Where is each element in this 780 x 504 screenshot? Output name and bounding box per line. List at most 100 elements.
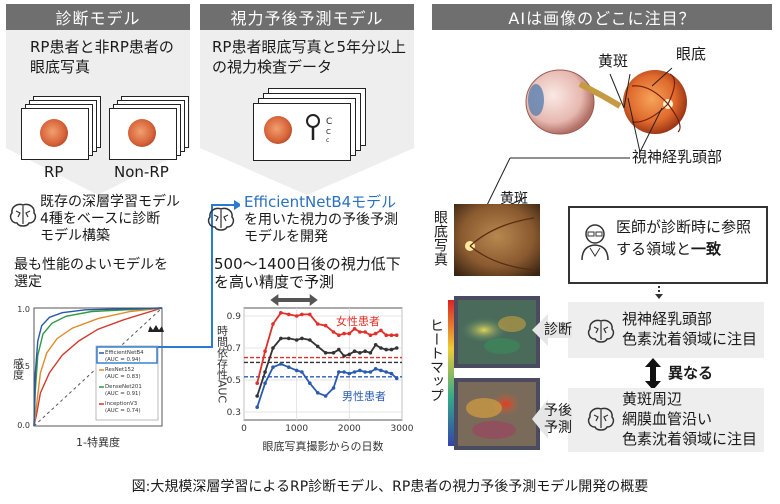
roc-legend-auc: (AUC = 0.91) (105, 391, 141, 397)
auc-data-point (368, 370, 373, 374)
col1-step1-line1: 既存の深層学習モデル (40, 194, 180, 210)
roc-tick-05: 0.5 (17, 362, 30, 371)
auc-data-point (279, 362, 283, 366)
auc-data-point (347, 352, 352, 357)
auc-data-point (255, 405, 259, 409)
doctor-line2: する領域と一致 (616, 240, 721, 258)
auc-data-point (263, 349, 267, 353)
auc-data-point (363, 330, 367, 334)
col2-input-line2: の視力検査データ (212, 58, 333, 76)
auc-data-point (352, 349, 357, 353)
header-prognosis-model: 視力予後予測モデル (200, 4, 414, 30)
auc-data-point (300, 336, 304, 341)
highlight-arrow-head (309, 294, 318, 306)
diag-line2: 色素沈着領域に注目 (622, 330, 758, 348)
brain-icon (587, 407, 615, 431)
auc-data-point (263, 381, 267, 385)
prog-line2: 網膜血管沿い (622, 410, 713, 428)
auc-data-point (379, 346, 383, 350)
label-female: 女性患者 (336, 314, 380, 328)
doctor-line2-a: する領域と (616, 240, 692, 258)
svg-text:c: c (326, 137, 329, 144)
auc-data-point (279, 311, 283, 315)
auc-data-point (389, 333, 394, 337)
auc-data-point (394, 346, 399, 350)
auc-data-point (308, 381, 312, 385)
roc-legend-auc: (AUC = 0.83) (105, 374, 141, 380)
doctor-icon (581, 224, 609, 261)
prog-line3: 色素沈着領域に注目 (622, 430, 758, 448)
arrow-left-diagnosis (532, 314, 572, 346)
auc-data-point (323, 323, 328, 328)
auc-data-point (300, 370, 304, 374)
prog-line1: 黄斑周辺 (622, 390, 683, 408)
auc-data-point (368, 351, 373, 355)
prognosis-fundus-icon (264, 116, 292, 144)
nonrp-fundus-icon (128, 119, 156, 147)
auc-data-point (279, 336, 283, 341)
auc-ytick: 0.7 (227, 344, 241, 354)
auc-data-point (331, 330, 336, 334)
roc-curve-efficientnet (33, 307, 163, 427)
fundus-photo (454, 204, 540, 276)
connector-arrow (158, 200, 240, 348)
rp-fundus-icon (40, 119, 68, 147)
heatmap-diagnosis (454, 296, 540, 368)
auc-data-point (271, 346, 275, 350)
heatmap-colorbar (448, 300, 454, 446)
auc-data-point (337, 347, 341, 352)
doctor-line2-bold: 一致 (691, 240, 722, 258)
col1-input-line2: 眼底写真 (30, 58, 91, 76)
auc-data-point (389, 347, 394, 352)
brain-icon (587, 319, 615, 343)
auc-data-point (300, 312, 304, 317)
auc-data-point (363, 349, 367, 353)
highlight-arrow-head (270, 294, 279, 306)
auc-data-point (358, 330, 362, 334)
roc-legend-auc: (AUC = 0.74) (105, 408, 141, 414)
roc-legend-name: InceptionV3 (105, 401, 137, 407)
col1-step1-line3: モデル構築 (40, 228, 110, 244)
doctor-reference-box (568, 206, 768, 284)
auc-data-point (352, 370, 357, 374)
label-macula-top: 黄斑 (598, 52, 629, 70)
label-fundus-top: 眼底 (676, 45, 707, 63)
auc-data-point (323, 394, 328, 398)
label-optic-disc: 視神経乳頭部 (632, 148, 723, 166)
double-arrow-icon (645, 358, 661, 390)
auc-data-point (323, 351, 328, 355)
roc-curve-densenet (33, 307, 163, 427)
label-nonrp: Non-RP (114, 163, 169, 181)
label-differ: 異なる (668, 364, 714, 382)
auc-data-point (347, 371, 352, 376)
label-diagnosis: 診断 (544, 322, 572, 338)
auc-data-point (294, 338, 299, 342)
label-macula-photo: 黄斑 (500, 191, 528, 207)
auc-data-point (271, 322, 275, 326)
auc-data-point (315, 322, 320, 326)
col2-step2-line1: 500～1400日後の視力低下 (214, 255, 401, 273)
auc-ytick: 0.9 (227, 312, 242, 322)
auc-ytick: 0.5 (227, 376, 241, 386)
header-ai-attention: AIは画像のどこに注目？ (432, 4, 772, 30)
svg-text:C: C (326, 128, 331, 136)
auc-data-point (394, 333, 399, 337)
roc-tick-0: 0.0 (17, 421, 30, 430)
roc-legend (95, 345, 159, 421)
header-diagnosis-model: 診断モデル (6, 4, 190, 30)
label-prognosis-1: 予後 (544, 403, 572, 419)
crown-icon (148, 325, 164, 332)
auc-data-point (384, 370, 388, 374)
dotted-connector (655, 282, 663, 299)
auc-data-point (331, 386, 336, 390)
col1-step2-line1: 最も性能のよいモデルを (14, 257, 168, 273)
auc-data-point (308, 312, 312, 317)
auc-data-point (342, 331, 346, 336)
label-heatmap: ヒートマップ (428, 318, 444, 402)
auc-data-point (394, 376, 399, 381)
diag-line1: 視神経乳頭部 (622, 310, 713, 328)
col2-step2-line2: を高い精度で予測 (214, 273, 335, 291)
eye-anatomy-illustration (525, 69, 687, 135)
auc-xtick: 1000 (285, 424, 308, 434)
roc-ylabel: 感度 (12, 358, 25, 381)
